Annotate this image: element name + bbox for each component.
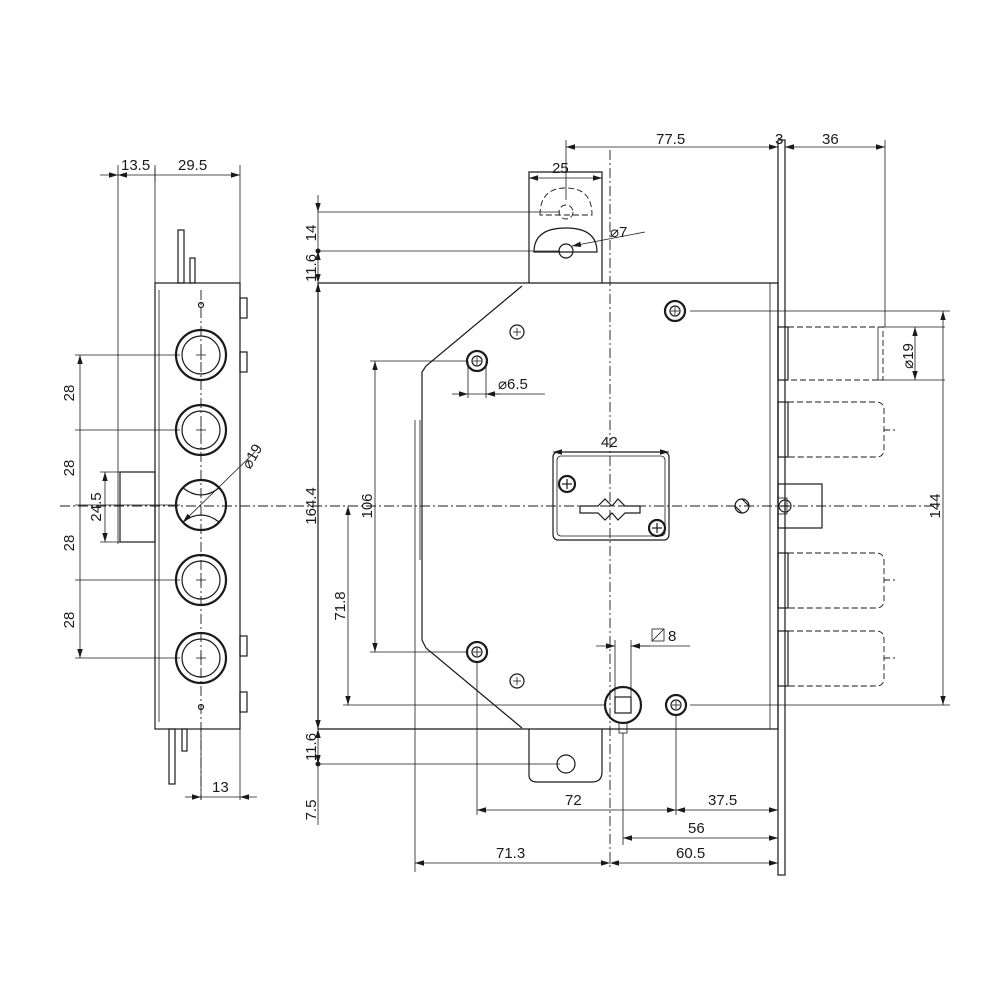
dim-square-8: 8 bbox=[668, 628, 676, 645]
bottom-tongue bbox=[528, 729, 603, 783]
side-view: 13.5 29.5 28 28 28 28 24.5 ⌀19 13 bbox=[61, 157, 266, 800]
dim-pitch-1: 28 bbox=[61, 385, 78, 402]
dim-7-5: 7.5 bbox=[303, 800, 320, 821]
bolt-3 bbox=[777, 552, 895, 609]
plate-screw bbox=[647, 518, 667, 538]
dim-72: 72 bbox=[565, 792, 582, 809]
case-screw bbox=[663, 299, 687, 323]
keyhole-plate bbox=[552, 451, 670, 541]
dim-56: 56 bbox=[688, 820, 705, 837]
bolt-4 bbox=[777, 630, 895, 687]
plate-screw bbox=[557, 474, 577, 494]
dim-side-29-5: 29.5 bbox=[178, 157, 207, 174]
bolt-1 bbox=[777, 326, 884, 381]
dim-11-6-top: 11.6 bbox=[303, 254, 320, 282]
dim-71-8: 71.8 bbox=[332, 591, 349, 620]
keyhole-icon bbox=[579, 498, 641, 521]
dim-36: 36 bbox=[822, 131, 839, 148]
dim-60-5: 60.5 bbox=[676, 845, 705, 862]
dim-pitch-3: 28 bbox=[61, 535, 78, 552]
dim-3: 3 bbox=[775, 131, 783, 148]
dim-37-5: 37.5 bbox=[708, 792, 737, 809]
dim-side-dia-label: ⌀19 bbox=[239, 441, 267, 472]
top-tongue bbox=[528, 171, 603, 283]
dim-side-13-5: 13.5 bbox=[121, 157, 150, 174]
dim-cylinder-24-5: 24.5 bbox=[88, 492, 105, 521]
side-cylinder-body bbox=[119, 471, 156, 543]
dim-164-4: 164.4 bbox=[303, 487, 320, 525]
dim-77-5: 77.5 bbox=[656, 131, 685, 148]
dim-144: 144 bbox=[927, 493, 944, 518]
dim-71-3: 71.3 bbox=[496, 845, 525, 862]
side-bottom-rod bbox=[168, 728, 176, 785]
dim-side-13: 13 bbox=[212, 779, 229, 796]
rivet bbox=[509, 324, 525, 340]
dim-pitch-4: 28 bbox=[61, 612, 78, 629]
bolt-2 bbox=[777, 401, 895, 458]
dim-42: 42 bbox=[601, 434, 618, 451]
dim-bolt-dia-label: ⌀19 bbox=[900, 343, 917, 369]
side-top-rod bbox=[177, 229, 185, 284]
dim-14: 14 bbox=[303, 225, 320, 242]
dim-25: 25 bbox=[552, 160, 569, 177]
dim-dia-7-label: ⌀7 bbox=[610, 224, 627, 241]
dim-dia-6-5-label: ⌀6.5 bbox=[498, 376, 528, 393]
rivet bbox=[509, 673, 525, 689]
front-view: 77.5 3 36 25 ⌀7 14 11.6 164.4 ⌀6.5 106 bbox=[60, 131, 950, 876]
dim-106: 106 bbox=[359, 493, 376, 518]
dim-11-6-bottom: 11.6 bbox=[303, 733, 320, 761]
dim-pitch-2: 28 bbox=[61, 460, 78, 477]
